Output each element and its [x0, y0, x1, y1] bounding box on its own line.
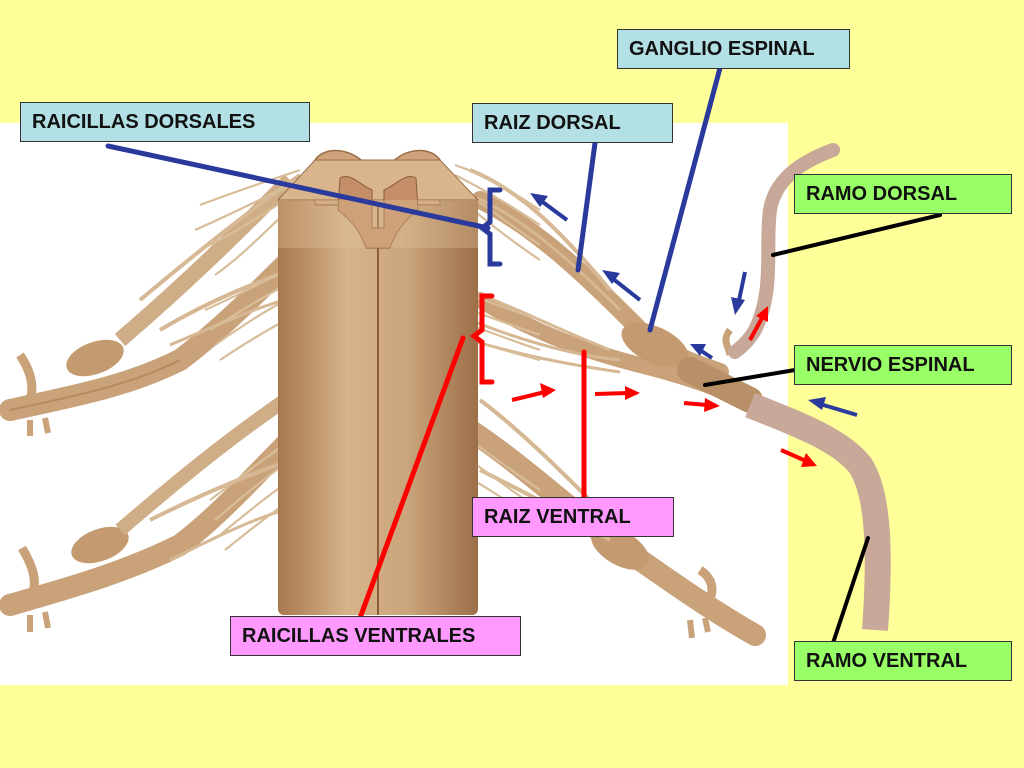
blue-arrow [530, 193, 569, 222]
dorsal-ramus [728, 143, 840, 359]
red-arrow [780, 448, 817, 467]
red-arrow [594, 386, 640, 400]
left-lower-nerve [0, 384, 326, 632]
blue-arrow [690, 344, 714, 360]
ventral-ramus [745, 392, 891, 631]
label-ramo-ventral: RAMO VENTRAL [794, 641, 1012, 681]
red-arrows [511, 306, 817, 467]
blue-arrow [602, 270, 642, 302]
blue-arrows [530, 193, 858, 417]
blue-arrow [808, 397, 858, 417]
label-raiz-dorsal: RAIZ DORSAL [472, 103, 673, 143]
label-ganglio-espinal: GANGLIO ESPINAL [617, 29, 850, 69]
blue-arrow [731, 271, 747, 315]
label-raiz-ventral: RAIZ VENTRAL [472, 497, 674, 537]
label-raicillas-dorsales: RAICILLAS DORSALES [20, 102, 310, 142]
label-ramo-dorsal: RAMO DORSAL [794, 174, 1012, 214]
blue-pointer-lines [105, 65, 723, 333]
spinal-cord-illustration [0, 149, 766, 646]
label-raicillas-ventrales: RAICILLAS VENTRALES [230, 616, 521, 656]
label-nervio-espinal: NERVIO ESPINAL [794, 345, 1012, 385]
red-pointer-lines [357, 293, 587, 621]
red-arrow [748, 306, 768, 341]
spinal-cord [276, 149, 480, 615]
red-arrow [511, 383, 556, 402]
black-pointer-lines [703, 213, 942, 645]
red-arrow [683, 398, 720, 412]
